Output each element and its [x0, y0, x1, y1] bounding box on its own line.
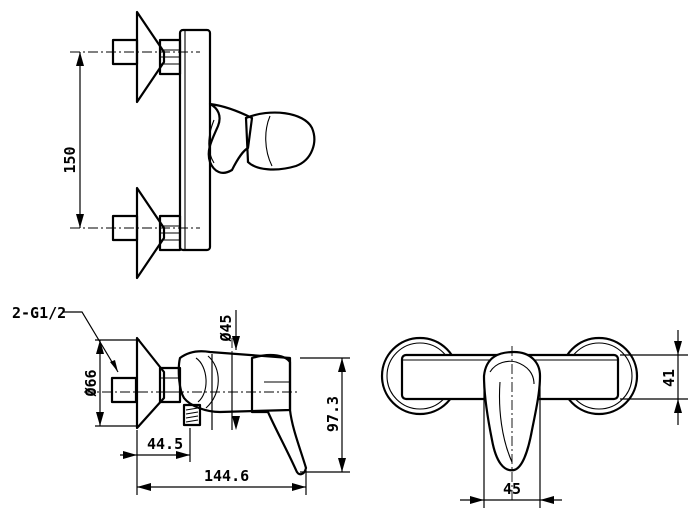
- dim-depth-to-wall: 44.5: [147, 435, 183, 453]
- dim-eccentric-diameter: Ø66: [82, 369, 100, 397]
- dim-inlet-spacing: 150: [61, 146, 79, 173]
- dim-body-height: 41: [660, 369, 678, 387]
- side-view: 2-G1/2 Ø66 Ø45 97.3 44.5: [12, 304, 350, 495]
- dim-handle-width: 45: [503, 480, 521, 498]
- dim-height-side: 97.3: [324, 396, 342, 432]
- connection-label: 2-G1/2: [12, 304, 66, 322]
- front-view: 41 45: [380, 330, 688, 508]
- top-view: 150: [61, 10, 316, 280]
- dim-handle-diameter: Ø45: [217, 314, 235, 342]
- dim-total-depth: 144.6: [204, 467, 249, 485]
